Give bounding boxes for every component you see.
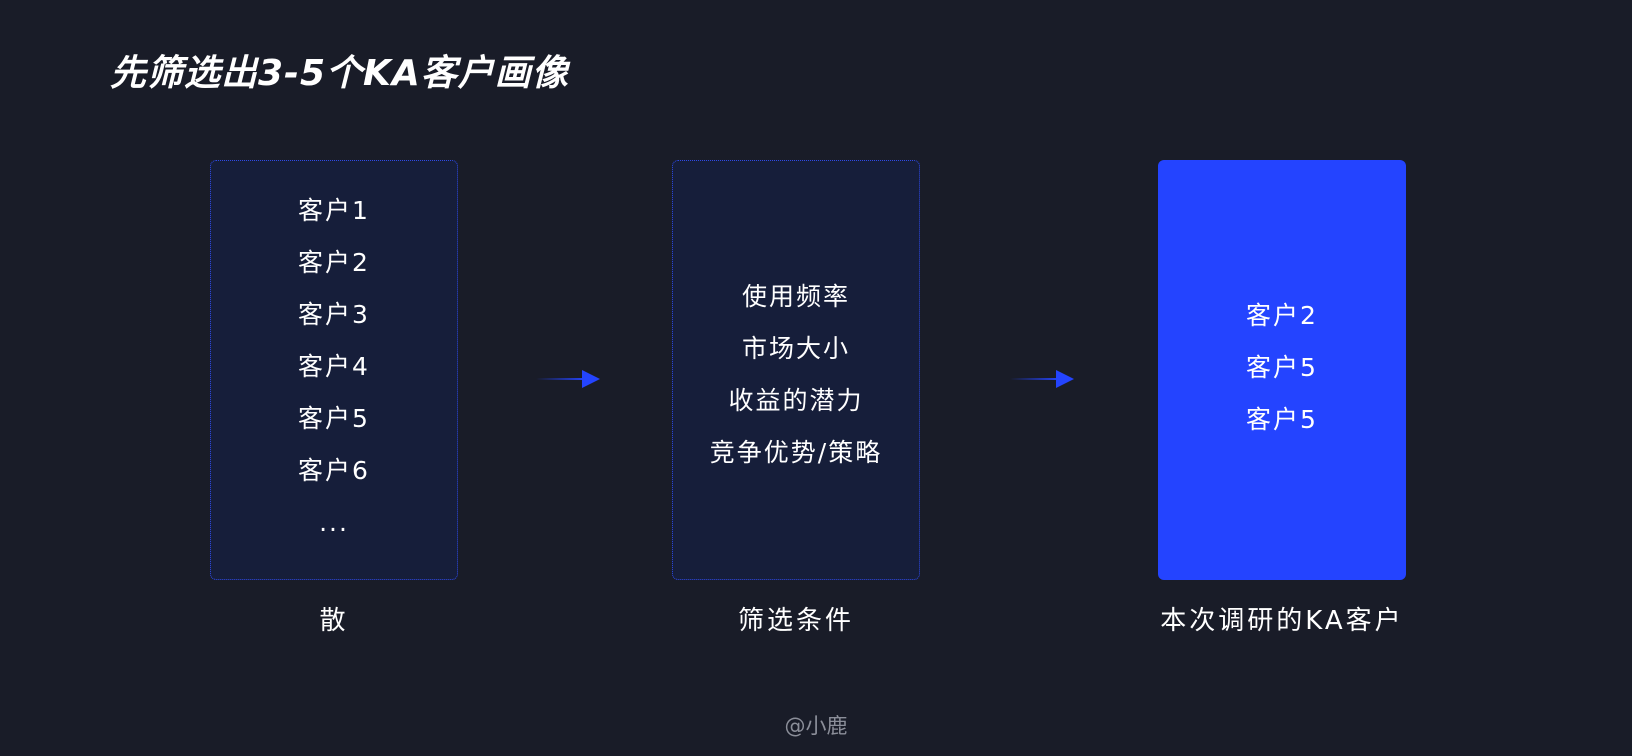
filter-criteria-caption: 筛选条件 bbox=[737, 606, 854, 636]
customer-item: 客户4 bbox=[298, 352, 370, 381]
customer-list: 客户1 客户2 客户3 客户4 客户5 客户6 ... bbox=[211, 185, 457, 549]
filter-criteria-box: 使用频率 市场大小 收益的潜力 竞争优势/策略 bbox=[672, 160, 920, 580]
customer-item: 客户1 bbox=[298, 196, 370, 225]
selected-customers-box: 客户2 客户5 客户5 bbox=[1158, 160, 1406, 580]
more-ellipsis: ... bbox=[319, 508, 349, 537]
selected-customers-caption: 本次调研的KA客户 bbox=[1160, 606, 1404, 636]
customer-item: 客户2 bbox=[298, 248, 370, 277]
customer-pool-caption: 散 bbox=[319, 606, 349, 636]
selected-customer-list: 客户2 客户5 客户5 bbox=[1158, 290, 1406, 446]
criteria-item: 使用频率 bbox=[741, 282, 850, 311]
customer-item: 客户5 bbox=[298, 404, 370, 433]
customer-item: 客户6 bbox=[298, 456, 370, 485]
criteria-item: 市场大小 bbox=[741, 334, 850, 363]
customer-item: 客户3 bbox=[298, 300, 370, 329]
arrow-right-icon bbox=[1010, 370, 1074, 388]
selected-customer-item: 客户5 bbox=[1246, 405, 1318, 434]
criteria-item: 竞争优势/策略 bbox=[709, 438, 883, 467]
criteria-item: 收益的潜力 bbox=[728, 386, 864, 415]
arrow-right-icon bbox=[536, 370, 600, 388]
criteria-list: 使用频率 市场大小 收益的潜力 竞争优势/策略 bbox=[673, 271, 919, 479]
selected-customer-item: 客户5 bbox=[1246, 353, 1318, 382]
selected-customer-item: 客户2 bbox=[1246, 301, 1318, 330]
watermark: @小鹿 bbox=[784, 714, 848, 738]
page-title: 先筛选出3-5个KA客户画像 bbox=[110, 53, 569, 94]
customer-pool-box: 客户1 客户2 客户3 客户4 客户5 客户6 ... bbox=[210, 160, 458, 580]
